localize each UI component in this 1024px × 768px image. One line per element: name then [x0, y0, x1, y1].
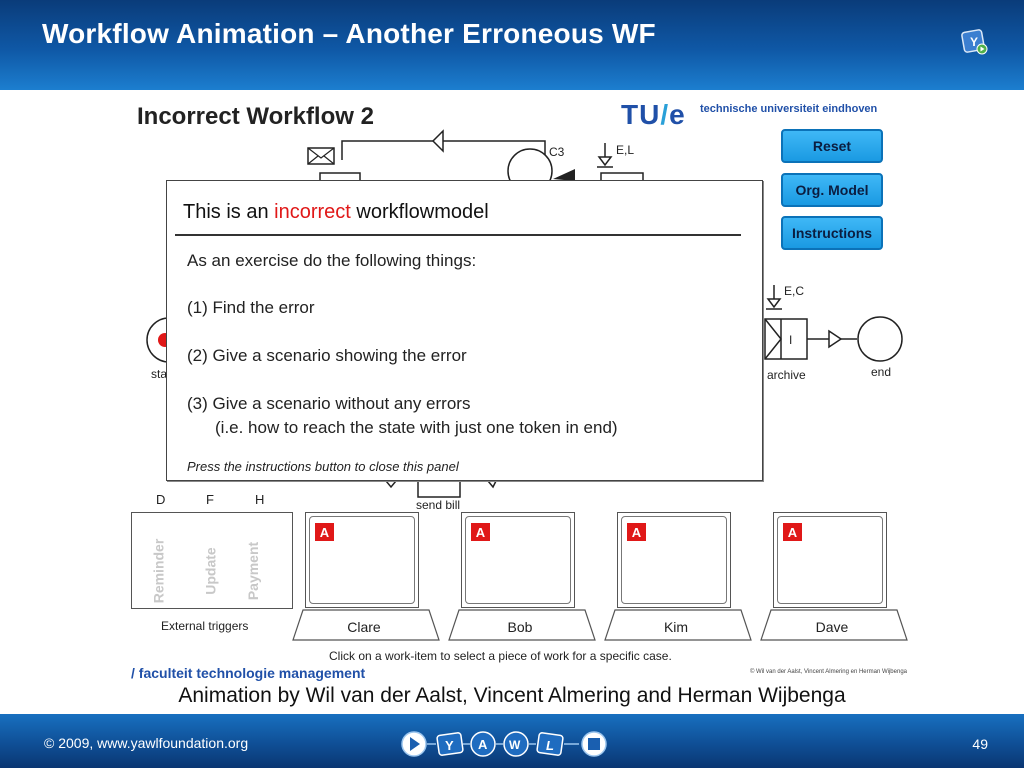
trigger-letter-h: H: [255, 492, 264, 507]
y-icon[interactable]: Y: [437, 732, 464, 755]
label-ec: E,C: [784, 284, 804, 298]
w-icon[interactable]: W: [504, 732, 528, 756]
slide-header: Workflow Animation – Another Erroneous W…: [0, 0, 1024, 90]
org-model-button[interactable]: Org. Model: [781, 173, 883, 207]
page-number: 49: [972, 736, 988, 752]
trigger-update[interactable]: Update: [203, 547, 219, 594]
instructions-button[interactable]: Instructions: [781, 216, 883, 250]
slide-title: Workflow Animation – Another Erroneous W…: [42, 18, 656, 50]
work-item-badge[interactable]: A: [315, 523, 334, 541]
trigger-icon-ec: [766, 285, 782, 309]
worker-laptop-kim[interactable]: A Kim: [603, 512, 753, 647]
l-icon-letter: L: [546, 738, 554, 753]
task-archive[interactable]: I: [765, 319, 807, 359]
task-archive-letter: I: [789, 333, 792, 347]
play-icon[interactable]: [402, 732, 426, 756]
panel-intro: As an exercise do the following things:: [187, 251, 476, 271]
trigger-reminder[interactable]: Reminder: [150, 539, 166, 604]
label-c3: C3: [549, 145, 565, 159]
worker-screen[interactable]: A: [305, 512, 419, 608]
panel-heading-emphasis: incorrect: [274, 201, 351, 223]
place-end: [858, 317, 902, 361]
trigger-payment[interactable]: Payment: [245, 542, 261, 600]
panel-step-1: (1) Find the error: [187, 298, 315, 318]
panel-step-3: (3) Give a scenario without any errors: [187, 394, 470, 414]
panel-close-hint: Press the instructions button to close t…: [187, 459, 459, 474]
stop-icon[interactable]: [582, 732, 606, 756]
instructions-panel[interactable]: This is an incorrect workflowmodel As an…: [166, 180, 763, 481]
panel-step-2: (2) Give a scenario showing the error: [187, 346, 467, 366]
slide-footer: © 2009, www.yawlfoundation.org Y A W L: [0, 714, 1024, 768]
panel-heading-prefix: This is an: [183, 201, 274, 223]
label-archive: archive: [767, 368, 806, 382]
label-send-bill: send bill: [416, 498, 460, 512]
panel-divider: [175, 234, 741, 236]
external-triggers-box: Reminder Update Payment: [131, 512, 293, 609]
worker-laptop-clare[interactable]: A Clare: [291, 512, 441, 647]
worker-name: Clare: [291, 619, 437, 635]
l-icon[interactable]: L: [537, 732, 564, 755]
panel-heading: This is an incorrect workflowmodel: [183, 201, 489, 224]
a-icon[interactable]: A: [471, 732, 495, 756]
yawl-logo-letter: Y: [970, 35, 978, 49]
worker-screen[interactable]: A: [617, 512, 731, 608]
animation-credit: Animation by Wil van der Aalst, Vincent …: [0, 684, 1024, 708]
worker-name: Kim: [603, 619, 749, 635]
worker-name: Dave: [759, 619, 905, 635]
work-item-badge[interactable]: A: [783, 523, 802, 541]
trigger-letter-f: F: [206, 492, 214, 507]
trigger-letter-d: D: [156, 492, 165, 507]
worker-laptop-dave[interactable]: A Dave: [759, 512, 909, 647]
envelope-icon: [308, 148, 334, 164]
worker-screen[interactable]: A: [773, 512, 887, 608]
worker-laptop-bob[interactable]: A Bob: [447, 512, 597, 647]
worker-screen[interactable]: A: [461, 512, 575, 608]
panel-heading-suffix: workflowmodel: [351, 201, 489, 223]
trigger-icon-el: [597, 143, 613, 167]
label-start: sta: [151, 367, 167, 381]
worker-name: Bob: [447, 619, 593, 635]
work-item-badge[interactable]: A: [471, 523, 490, 541]
w-icon-letter: W: [509, 738, 521, 752]
work-item-instruction: Click on a work-item to select a piece o…: [329, 649, 672, 663]
slide-nav-icons: Y A W L: [400, 730, 630, 758]
y-icon-letter: Y: [445, 738, 454, 753]
label-el: E,L: [616, 143, 634, 157]
label-end: end: [871, 365, 891, 379]
reset-button[interactable]: Reset: [781, 129, 883, 163]
external-triggers-label: External triggers: [161, 619, 248, 633]
work-item-badge[interactable]: A: [627, 523, 646, 541]
faculty-label: / faculteit technologie management: [131, 665, 365, 681]
footer-copyright: © 2009, www.yawlfoundation.org: [44, 735, 248, 751]
yawl-logo-icon: Y: [960, 28, 988, 56]
a-icon-letter: A: [478, 737, 488, 752]
panel-step-3-note: (i.e. how to reach the state with just o…: [215, 418, 618, 438]
animation-copyright: © Wil van der Aalst, Vincent Almering en…: [750, 669, 907, 675]
